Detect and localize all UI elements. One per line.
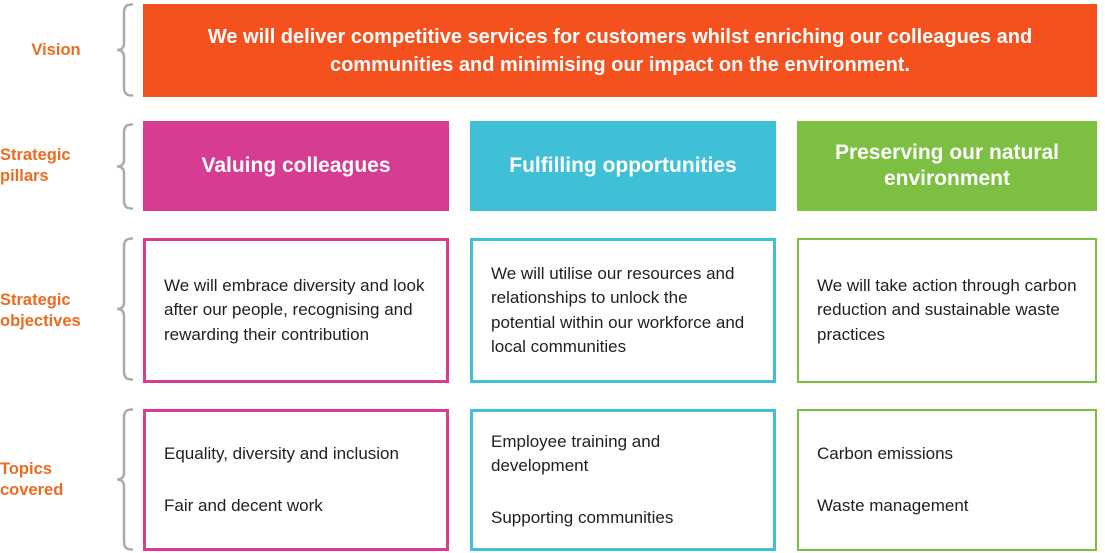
- curly-brace-icon: [116, 3, 134, 97]
- curly-brace-icon: [116, 237, 134, 381]
- topic-item: Equality, diversity and inclusion: [164, 444, 399, 464]
- topic-item: Carbon emissions: [817, 444, 954, 464]
- topics-label-text: Topics covered: [0, 460, 64, 499]
- objective-box-colleagues: We will embrace diversity and look after…: [143, 238, 449, 383]
- curly-brace-icon: [116, 123, 134, 210]
- topics-box-environment: Carbon emissions Waste management: [797, 409, 1097, 551]
- topic-item: Employee training and development: [491, 432, 661, 476]
- pillar-preserving-environment: Preserving our natural environment: [797, 121, 1097, 211]
- vision-statement-text: We will deliver competitive services for…: [207, 25, 1033, 76]
- pillar-title: Preserving our natural environment: [834, 140, 1060, 190]
- vision-banner: We will deliver competitive services for…: [143, 4, 1097, 97]
- pillar-valuing-colleagues: Valuing colleagues: [143, 121, 449, 211]
- row-label-strategic-pillars: Strategic pillars: [0, 121, 112, 211]
- row-label-strategic-objectives: Strategic objectives: [0, 238, 112, 383]
- topics-box-colleagues: Equality, diversity and inclusion Fair a…: [143, 409, 449, 551]
- row-label-topics-covered: Topics covered: [0, 409, 112, 551]
- vision-label-text: Vision: [31, 41, 81, 60]
- objective-text: We will take action through carbon reduc…: [817, 276, 1077, 344]
- pillar-title: Valuing colleagues: [201, 153, 391, 177]
- row-label-vision: Vision: [0, 4, 112, 97]
- pillar-fulfilling-opportunities: Fulfilling opportunities: [470, 121, 776, 211]
- pillars-label-text: Strategic pillars: [0, 146, 71, 185]
- objective-box-environment: We will take action through carbon reduc…: [797, 238, 1097, 383]
- topic-item: Supporting communities: [491, 507, 674, 527]
- topic-item: Waste management: [817, 495, 969, 515]
- objective-box-opportunities: We will utilise our resources and relati…: [470, 238, 776, 383]
- pillar-title: Fulfilling opportunities: [509, 153, 737, 177]
- topic-item: Fair and decent work: [164, 495, 323, 515]
- topics-box-opportunities: Employee training and development Suppor…: [470, 409, 776, 551]
- objectives-label-text: Strategic objectives: [0, 290, 81, 330]
- curly-brace-icon: [116, 408, 134, 551]
- objective-text: We will utilise our resources and relati…: [491, 263, 745, 356]
- objective-text: We will embrace diversity and look after…: [164, 276, 425, 344]
